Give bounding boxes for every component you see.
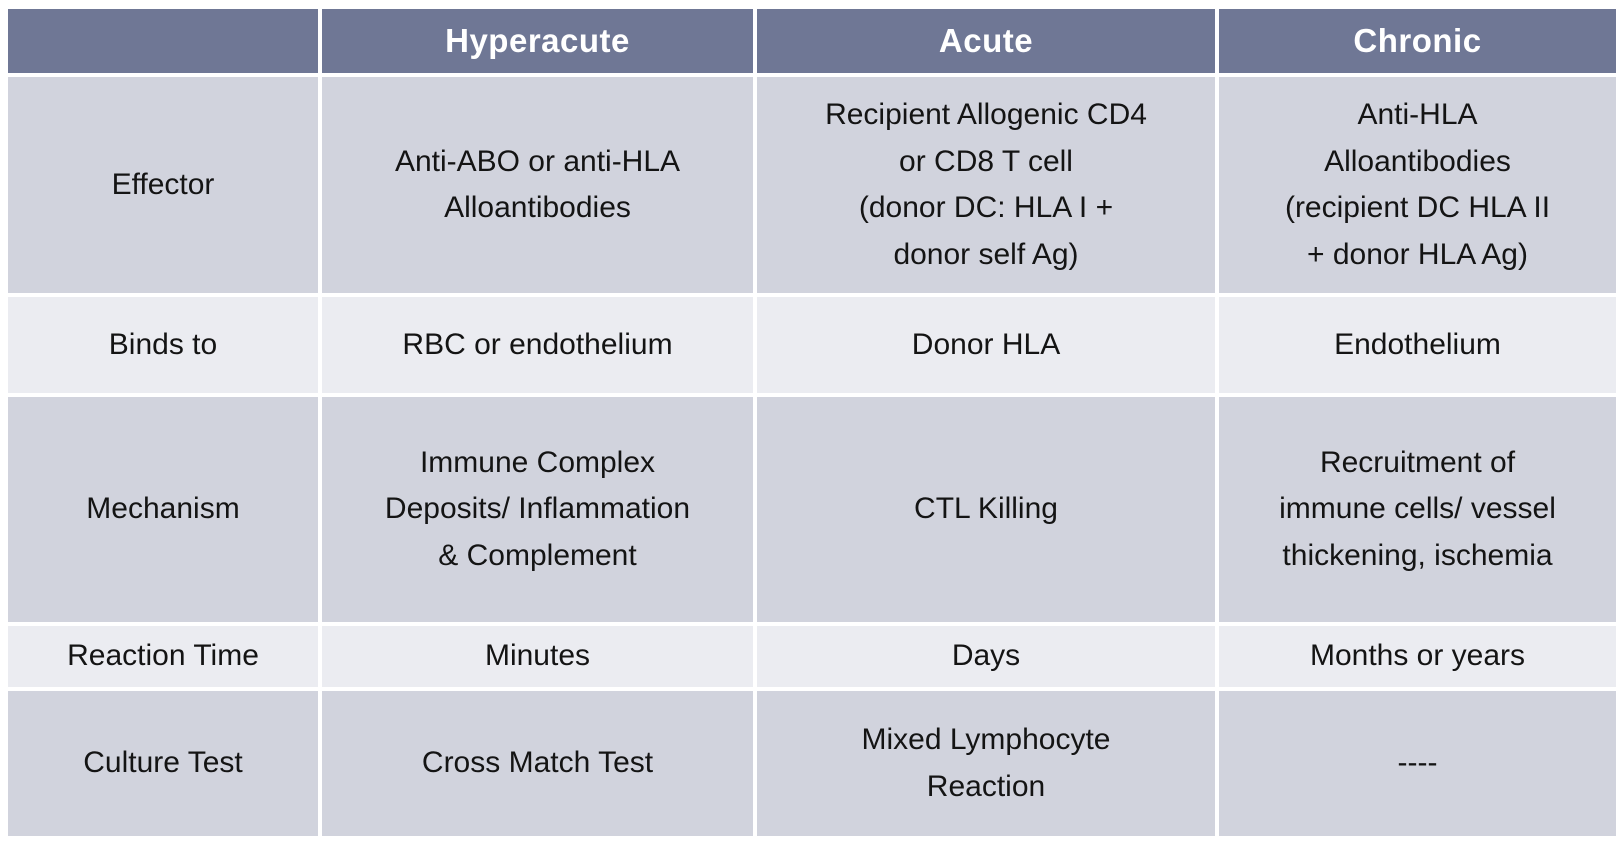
row-label-reaction-time: Reaction Time: [8, 626, 318, 687]
row-label-binds-to: Binds to: [8, 297, 318, 393]
cell-binds-to-acute: Donor HLA: [757, 297, 1215, 393]
row-label-culture-test: Culture Test: [8, 691, 318, 836]
cell-binds-to-hyperacute: RBC or endothelium: [322, 297, 753, 393]
column-header-hyperacute: Hyperacute: [322, 9, 753, 73]
cell-mechanism-acute: CTL Killing: [757, 397, 1215, 622]
table-row-effector: Effector Anti-ABO or anti-HLA Alloantibo…: [8, 77, 1616, 293]
cell-effector-chronic: Anti-HLA Alloantibodies (recipient DC HL…: [1219, 77, 1616, 293]
cell-binds-to-chronic: Endothelium: [1219, 297, 1616, 393]
table-row-binds-to: Binds to RBC or endothelium Donor HLA En…: [8, 297, 1616, 393]
cell-effector-acute: Recipient Allogenic CD4 or CD8 T cell (d…: [757, 77, 1215, 293]
cell-effector-hyperacute: Anti-ABO or anti-HLA Alloantibodies: [322, 77, 753, 293]
row-label-mechanism: Mechanism: [8, 397, 318, 622]
column-header-chronic: Chronic: [1219, 9, 1616, 73]
cell-reaction-time-hyperacute: Minutes: [322, 626, 753, 687]
table-row-mechanism: Mechanism Immune Complex Deposits/ Infla…: [8, 397, 1616, 622]
column-header-acute: Acute: [757, 9, 1215, 73]
cell-culture-test-chronic: ----: [1219, 691, 1616, 836]
table-row-reaction-time: Reaction Time Minutes Days Months or yea…: [8, 626, 1616, 687]
cell-culture-test-acute: Mixed Lymphocyte Reaction: [757, 691, 1215, 836]
cell-reaction-time-acute: Days: [757, 626, 1215, 687]
row-label-effector: Effector: [8, 77, 318, 293]
cell-reaction-time-chronic: Months or years: [1219, 626, 1616, 687]
rejection-comparison-table: Hyperacute Acute Chronic Effector Anti-A…: [4, 5, 1620, 840]
table-row-culture-test: Culture Test Cross Match Test Mixed Lymp…: [8, 691, 1616, 836]
column-header-empty: [8, 9, 318, 73]
cell-mechanism-hyperacute: Immune Complex Deposits/ Inflammation & …: [322, 397, 753, 622]
cell-culture-test-hyperacute: Cross Match Test: [322, 691, 753, 836]
cell-mechanism-chronic: Recruitment of immune cells/ vessel thic…: [1219, 397, 1616, 622]
header-row: Hyperacute Acute Chronic: [8, 9, 1616, 73]
